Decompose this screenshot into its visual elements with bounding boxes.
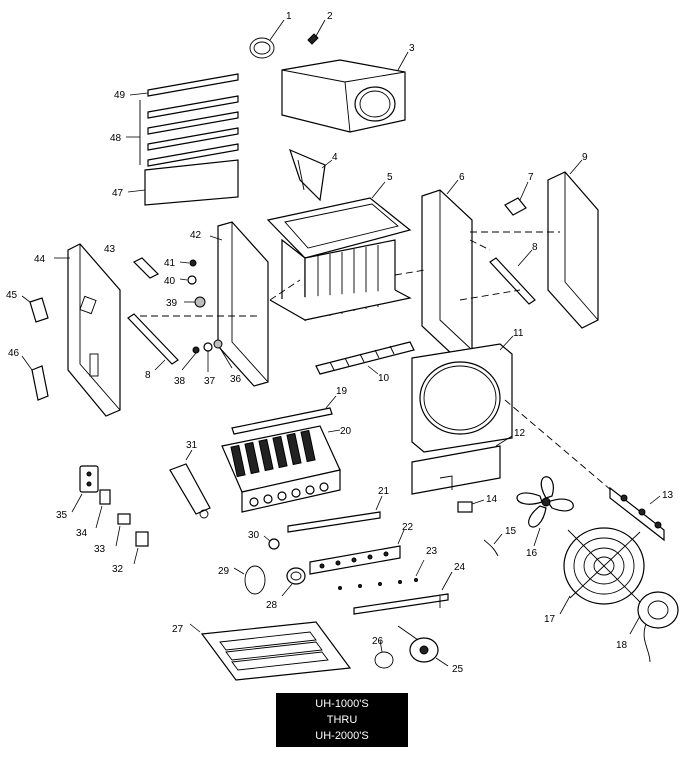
part-42-frame: [209, 221, 269, 387]
label-46: 46: [8, 348, 20, 359]
label-13: 13: [662, 490, 674, 501]
label-4: 4: [332, 152, 338, 163]
part-2-clip: [307, 19, 326, 45]
label-39: 39: [166, 298, 178, 309]
label-37: 37: [204, 376, 216, 387]
model-line-2: THRU: [326, 714, 358, 726]
part-13-mounting-bar: [609, 486, 665, 542]
part-23-screws: [338, 559, 425, 590]
label-49: 49: [114, 90, 126, 101]
label-8-left: 8: [145, 370, 151, 381]
parts-36-37-38-fittings: [181, 339, 233, 372]
label-43: 43: [104, 244, 116, 255]
label-12: 12: [514, 428, 526, 439]
label-10: 10: [378, 373, 390, 384]
label-18: 18: [616, 640, 628, 651]
label-16: 16: [526, 548, 538, 559]
part-11-fan-panel: [411, 335, 514, 453]
label-14: 14: [486, 494, 498, 505]
parts-28-29-rings: [233, 565, 306, 597]
label-26: 26: [372, 636, 384, 647]
model-line-3: UH-2000'S: [315, 730, 369, 742]
part-19-manifold: [231, 395, 337, 435]
label-15: 15: [505, 526, 517, 537]
label-22: 22: [402, 522, 414, 533]
label-24: 24: [454, 562, 466, 573]
part-8-strap-right: [489, 249, 536, 305]
part-45-plate: [21, 295, 49, 323]
label-48: 48: [110, 133, 122, 144]
label-19: 19: [336, 386, 348, 397]
label-21: 21: [378, 486, 390, 497]
label-36: 36: [230, 374, 242, 385]
label-1: 1: [286, 11, 292, 22]
part-18-motor: [629, 591, 679, 663]
part-12-shroud-plate: [411, 435, 513, 495]
part-7-small-bracket: [504, 181, 529, 216]
part-8-strap-left: [127, 313, 179, 371]
label-8-right: 8: [532, 242, 538, 253]
label-38: 38: [174, 376, 186, 387]
part-46-tag: [21, 355, 49, 401]
label-2: 2: [327, 11, 333, 22]
label-40: 40: [164, 276, 176, 287]
part-4-bracket: [289, 148, 333, 202]
label-6: 6: [459, 172, 465, 183]
part-17-fan-guard: [559, 527, 645, 615]
label-20: 20: [340, 426, 352, 437]
part-21-strip: [287, 495, 383, 533]
model-range-label: UH-1000'S THRU UH-2000'S: [276, 693, 408, 747]
part-9-rear-panel: [547, 159, 599, 329]
part-3-housing: [281, 51, 409, 133]
label-23: 23: [426, 546, 438, 557]
label-28: 28: [266, 600, 278, 611]
label-47: 47: [112, 188, 124, 199]
label-34: 34: [76, 528, 88, 539]
parts-32-35-controls: [71, 465, 149, 565]
part-43-tab: [132, 257, 160, 279]
part-10-grille-strip: [315, 341, 415, 375]
label-11: 11: [513, 328, 524, 339]
part-number-labels: 1 2 3 4 5 6 7 8 9 10 11 12 13 14 15 16 1…: [6, 11, 674, 675]
part-5-heat-exchanger: [266, 181, 412, 322]
label-29: 29: [218, 566, 230, 577]
label-9: 9: [582, 152, 588, 163]
label-25: 25: [452, 664, 464, 675]
part-27-bottom-grille: [189, 621, 352, 681]
label-31: 31: [186, 440, 198, 451]
part-14-switch: [457, 499, 485, 513]
label-35: 35: [56, 510, 68, 521]
part-20-burner-assembly: [221, 425, 341, 513]
label-32: 32: [112, 564, 124, 575]
part-22-orifice-bar: [309, 529, 405, 575]
label-3: 3: [409, 43, 415, 54]
model-line-1: UH-1000'S: [315, 698, 369, 710]
part-30-fitting: [263, 535, 280, 550]
label-7: 7: [528, 172, 534, 183]
label-42: 42: [190, 230, 202, 241]
part-24-support-rod: [353, 571, 453, 615]
assembly-lines-upper: [140, 231, 560, 317]
part-6-side-panel: [421, 179, 473, 357]
part-15-wire: [483, 533, 503, 557]
label-45: 45: [6, 290, 18, 301]
parts-47-48-49-rods-plate: [126, 73, 239, 206]
label-44: 44: [34, 254, 46, 265]
label-30: 30: [248, 530, 260, 541]
part-44-side-panel-left: [54, 243, 121, 417]
label-33: 33: [94, 544, 106, 555]
part-16-fan-blade: [516, 476, 574, 547]
part-31-pilot-bracket: [169, 449, 211, 519]
label-5: 5: [387, 172, 393, 183]
parts-39-40-41-fittings: [179, 259, 206, 308]
assembly-line-fan: [504, 399, 619, 497]
label-27: 27: [172, 624, 184, 635]
part-1-ring: [249, 19, 285, 59]
part-25-gas-valve: [397, 625, 449, 667]
part-26-ring: [374, 639, 394, 669]
label-17: 17: [544, 614, 556, 625]
label-41: 41: [164, 258, 176, 269]
